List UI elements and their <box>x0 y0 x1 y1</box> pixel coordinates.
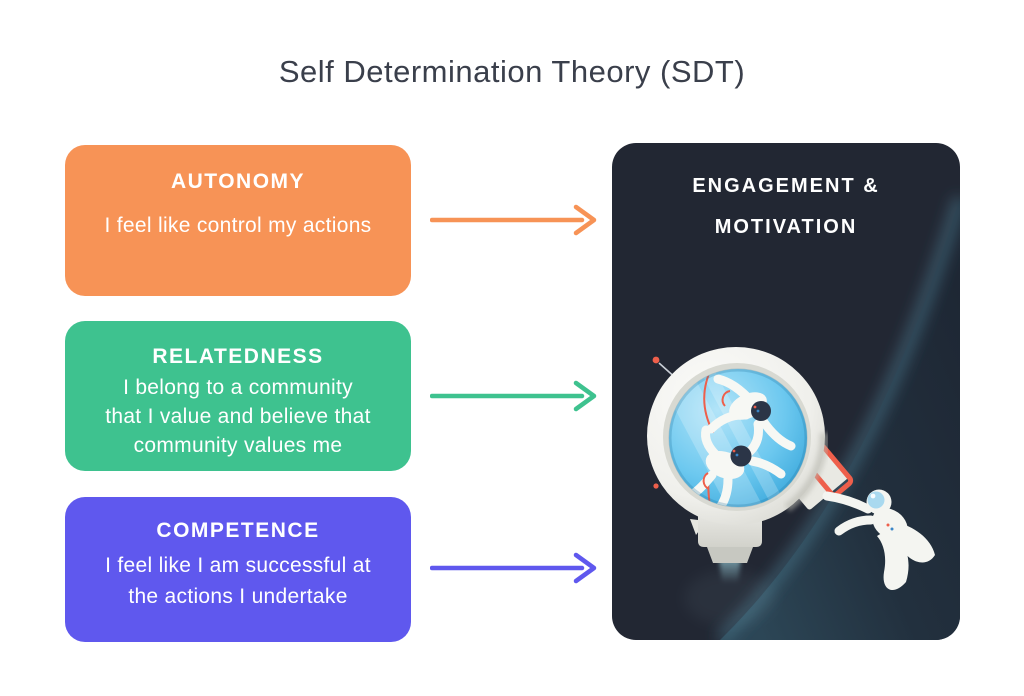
arrow-autonomy-icon <box>430 200 602 240</box>
card-heading: AUTONOMY <box>170 170 306 193</box>
card-description-line: community values me <box>133 434 343 458</box>
card-description-line: I feel like control my actions <box>104 214 372 238</box>
arrow-relatedness-icon <box>430 376 602 416</box>
card-description: I feel like control my actions <box>65 211 411 240</box>
outcome-panel: ENGAGEMENT & MOTIVATION <box>612 143 960 640</box>
floating-astronaut-icon <box>822 489 935 591</box>
card-relatedness: RELATEDNESS I belong to a community that… <box>65 321 411 471</box>
arrow-competence-icon <box>430 548 602 588</box>
outcome-heading-line: MOTIVATION <box>714 216 858 238</box>
card-competence: COMPETENCE I feel like I am successful a… <box>65 497 411 642</box>
page-title: Self Determination Theory (SDT) <box>278 54 746 89</box>
card-heading: RELATEDNESS <box>152 345 324 368</box>
outcome-heading: ENGAGEMENT & MOTIVATION <box>612 166 960 248</box>
outcome-heading-line: ENGAGEMENT & <box>692 175 880 197</box>
card-autonomy: AUTONOMY I feel like control my actions <box>65 145 411 296</box>
porthole-icon <box>647 347 829 525</box>
card-description-line: I belong to a community <box>123 376 353 400</box>
card-description: I belong to a community that I value and… <box>65 373 411 460</box>
card-description-line: that I value and believe that <box>105 405 371 429</box>
astronauts-illustration <box>647 195 960 640</box>
card-description-line: I feel like I am successful at <box>105 554 371 578</box>
card-description-line: the actions I undertake <box>128 585 348 609</box>
card-description: I feel like I am successful at the actio… <box>65 550 411 612</box>
card-heading: COMPETENCE <box>156 519 320 542</box>
